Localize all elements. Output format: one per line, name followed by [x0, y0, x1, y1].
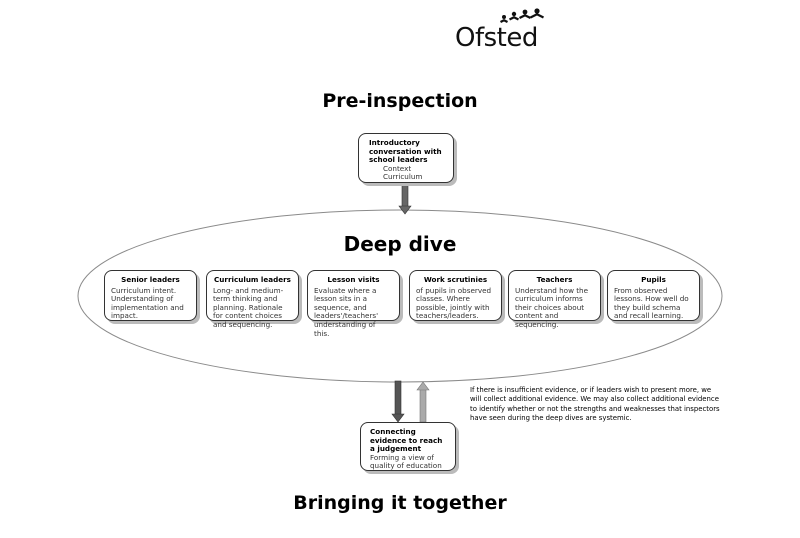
arrow-intro-to-deep-dive [398, 182, 412, 215]
deep-dive-box-title: Lesson visits [327, 275, 380, 284]
deep-dive-box-body: Understand how the curriculum informs th… [515, 285, 589, 329]
deep-dive-box-title: Work scrutinies [423, 275, 488, 284]
judgement-box-title: Connecting evidence to reach a judgement [370, 427, 443, 454]
deep-dive-box-title: Curriculum leaders [214, 275, 291, 284]
lesson-visits-box: Lesson visits Evaluate where a lesson si… [307, 270, 400, 337]
intro-box-line: Context [383, 163, 412, 173]
deep-dive-box-body: From observed lessons. How well do they … [614, 285, 689, 321]
logo-wordmark: Ofsted [455, 23, 538, 53]
teachers-box: Teachers Understand how the curriculum i… [508, 270, 601, 329]
deep-dive-box-body: Evaluate where a lesson sits in a sequen… [314, 285, 379, 338]
bringing-it-together-heading: Bringing it together [293, 492, 507, 514]
curriculum-leaders-box: Curriculum leaders Long- and medium-term… [206, 270, 299, 329]
deep-dive-heading: Deep dive [343, 232, 457, 256]
intro-box-line: Curriculum [383, 172, 423, 182]
arrow-conclusion-to-deep-dive [416, 381, 430, 423]
deep-dive-box-body: Curriculum intent. Understanding of impl… [111, 285, 184, 321]
pupils-box: Pupils From observed lessons. How well d… [607, 270, 700, 321]
deep-dive-box-body: Long- and medium-term thinking and plann… [213, 285, 284, 329]
senior-leaders-box: Senior leaders Curriculum intent. Unders… [104, 270, 197, 321]
intro-conversation-box: Introductory conversation with school le… [358, 133, 454, 183]
deep-dive-box-title: Teachers [536, 275, 573, 284]
deep-dive-box-body: of pupils in observed classes. Where pos… [416, 285, 492, 321]
logo-figures-icon [500, 8, 544, 23]
work-scrutinies-box: Work scrutinies of pupils in observed cl… [409, 270, 502, 321]
pre-inspection-heading: Pre-inspection [322, 90, 478, 112]
judgement-box-body: Forming a view of quality of education [370, 452, 442, 471]
deep-dive-box-title: Senior leaders [121, 275, 180, 284]
judgement-box: Connecting evidence to reach a judgement… [360, 422, 456, 471]
arrow-deep-dive-to-conclusion [391, 380, 405, 423]
ofsted-logo: Ofsted [455, 8, 545, 52]
deep-dive-box-title: Pupils [641, 275, 666, 284]
intro-box-title: Introductory conversation with school le… [369, 138, 442, 165]
additional-evidence-note: If there is insufficient evidence, or if… [470, 386, 720, 423]
